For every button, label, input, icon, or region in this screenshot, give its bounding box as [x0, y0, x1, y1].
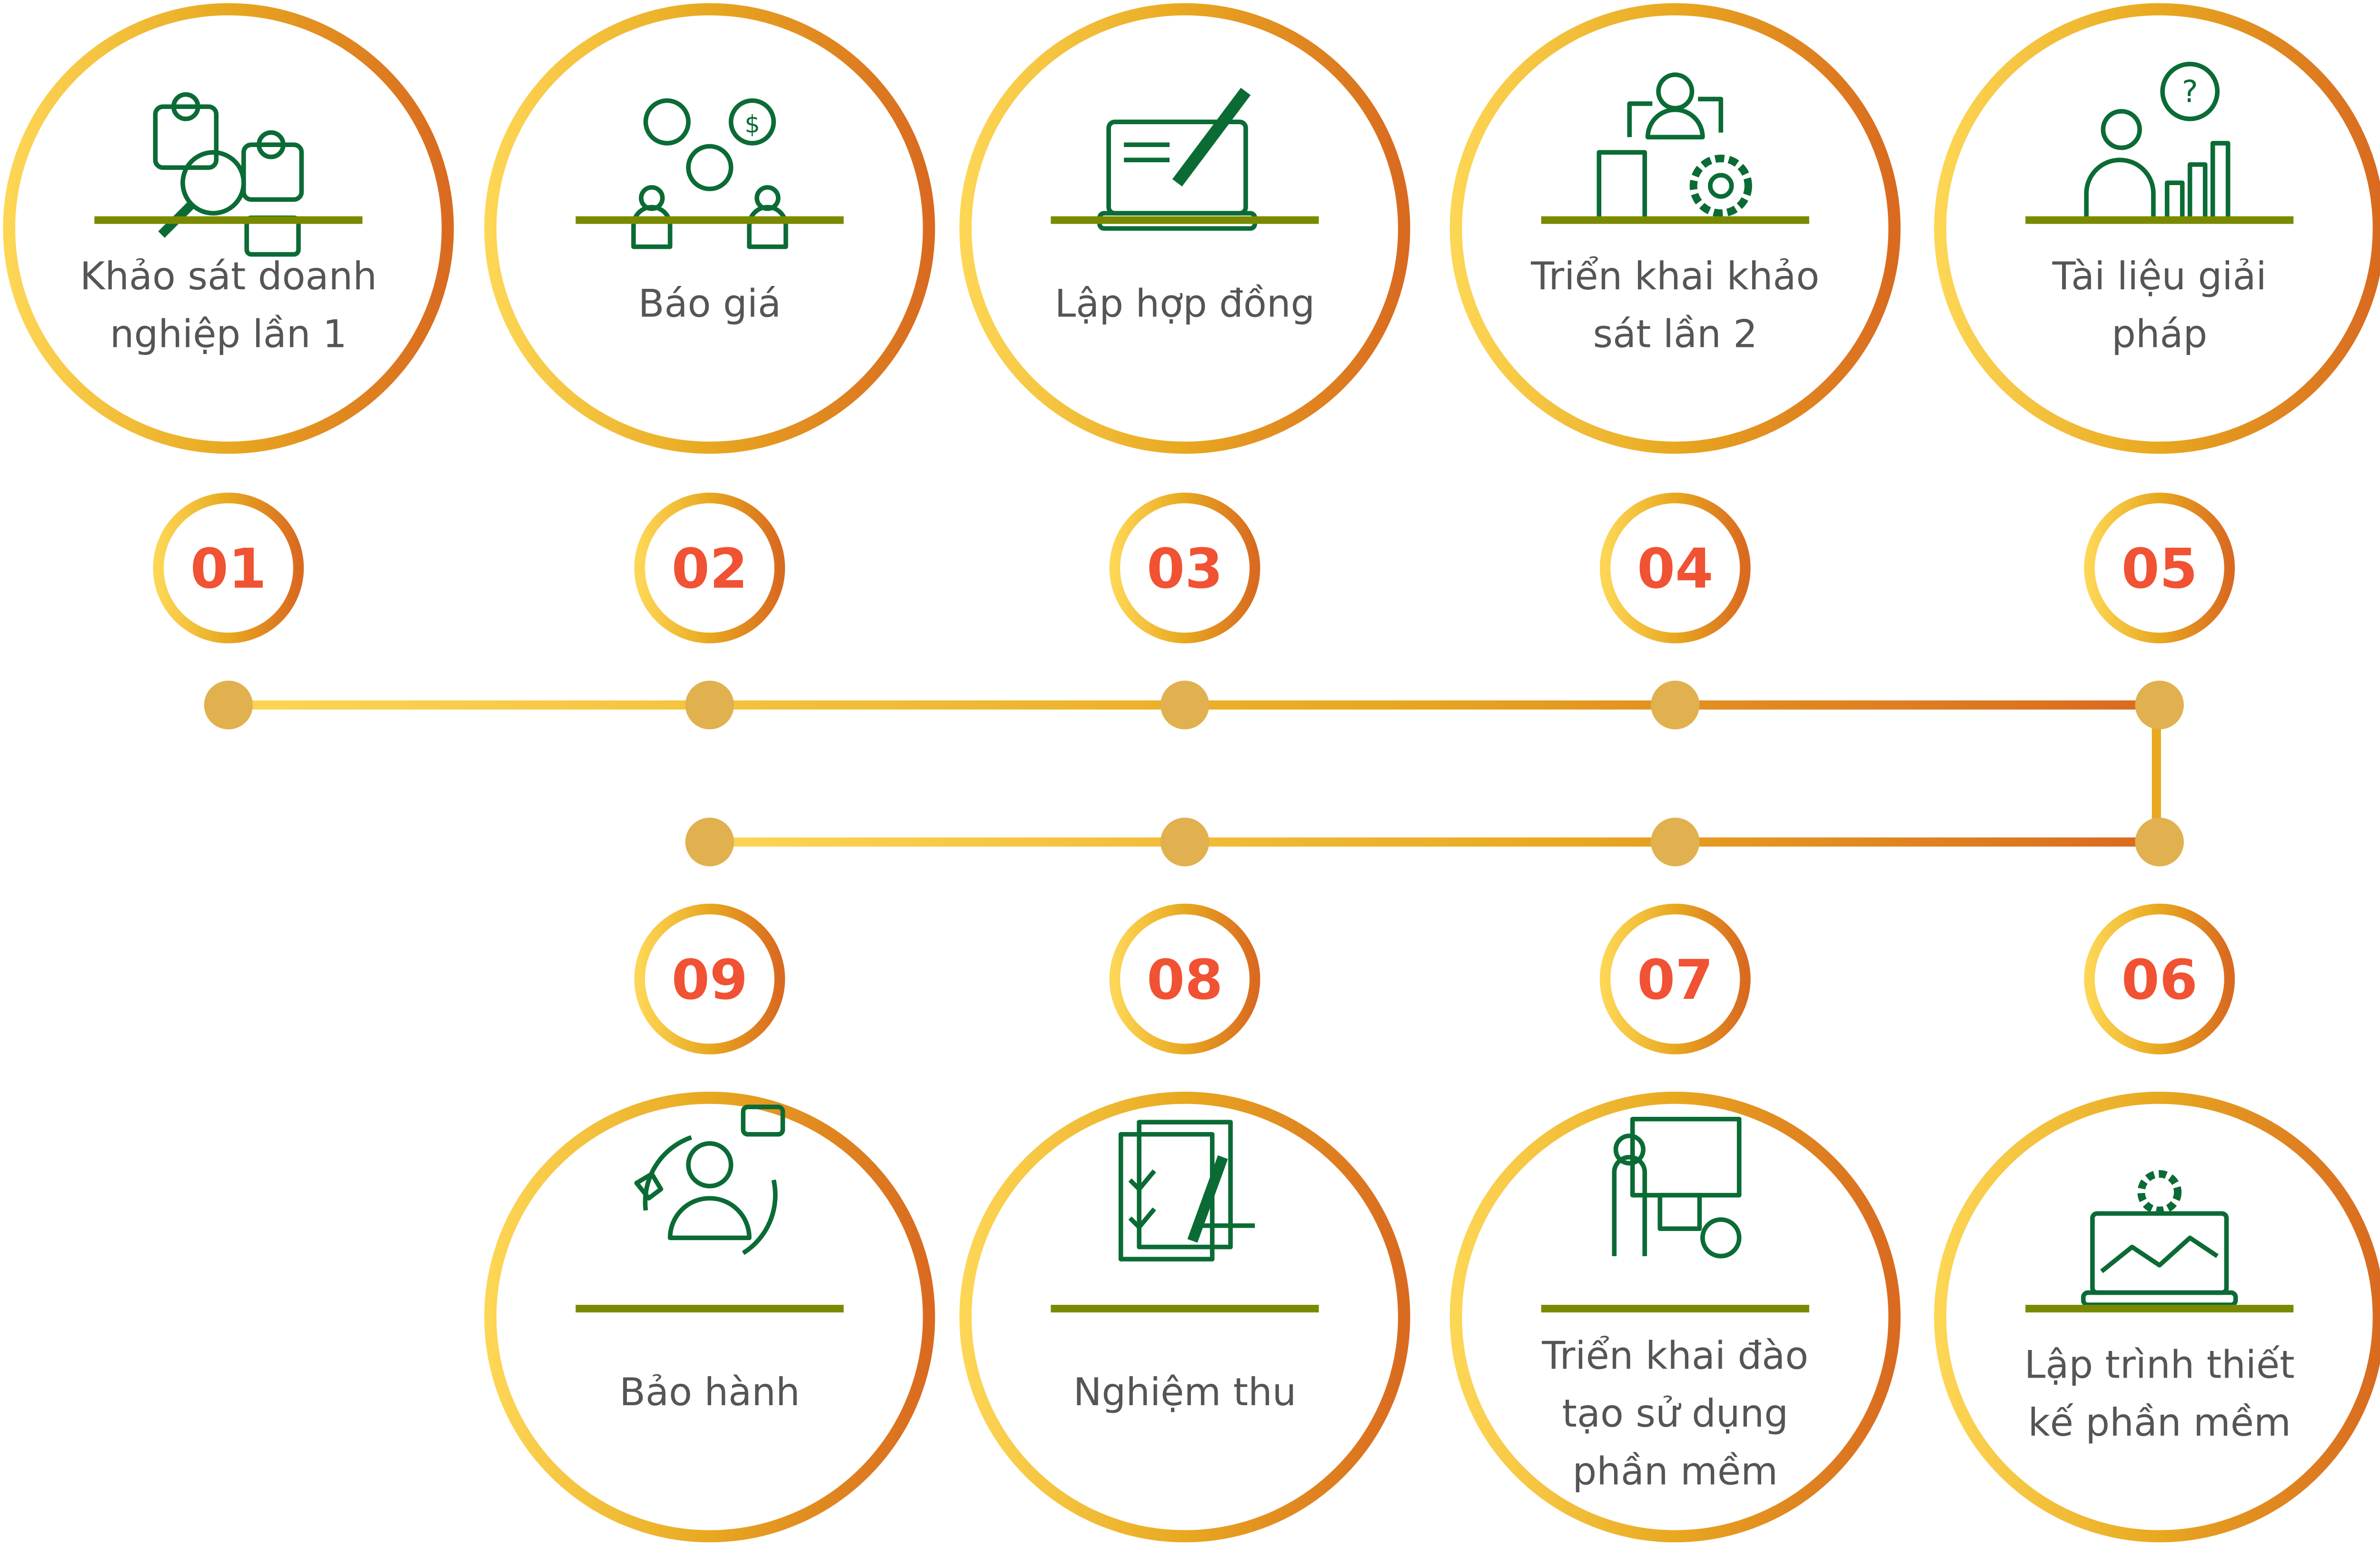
timeline-dot: [1651, 818, 1700, 867]
step-number-badge: [1599, 493, 1751, 643]
step-label-line: Bảo hành: [619, 1370, 800, 1414]
step-label-line: Lập trình thiết: [2024, 1343, 2295, 1387]
step-label-line: kế phần mềm: [2028, 1400, 2291, 1445]
acceptance-checklist-icon: [1118, 1120, 1255, 1261]
divider-line: [1051, 216, 1319, 224]
divider-line: [575, 216, 844, 224]
step-label-line: Triển khai đào: [1541, 1333, 1808, 1378]
timeline-dot: [1651, 680, 1700, 729]
step-number-badge: [634, 493, 785, 643]
step-card-circle: [1449, 1092, 1901, 1543]
step-number-badge: [1109, 493, 1260, 643]
step-label-line: Tài liệu giải: [2052, 254, 2267, 298]
step-02: $ Báo giá 02: [484, 3, 935, 729]
timeline-connector: [2152, 705, 2161, 842]
step-07: Triển khai đào tạo sử dụng phần mềm 07: [1449, 818, 1901, 1543]
divider-line: [2025, 216, 2294, 224]
step-04: Triển khai khảo sát lần 2 04: [1449, 3, 1901, 729]
step-08: Nghiệm thu 08: [959, 818, 1410, 1543]
divider-line: [575, 1305, 844, 1313]
step-card-circle: [484, 1092, 935, 1543]
step-card-circle: [3, 3, 454, 454]
step-number-badge: [2084, 904, 2235, 1054]
warranty-support-icon: [634, 1104, 785, 1255]
step-card-circle: [959, 1092, 1410, 1543]
timeline-dot: [685, 818, 734, 867]
step-number: 08: [1147, 948, 1223, 1012]
svg-text:?: ?: [2182, 75, 2198, 110]
step-label-line: Triển khai khảo: [1530, 254, 1819, 298]
step-number: 05: [2122, 537, 2198, 601]
timeline-dot: [1160, 680, 1210, 729]
step-09: Bảo hành 09: [484, 818, 935, 1543]
step-card-circle: [1934, 1092, 2380, 1543]
step-number-badge: [1109, 904, 1260, 1054]
step-03: Lập hợp đồng 03: [959, 3, 1410, 729]
step-label-line: Báo giá: [638, 282, 781, 326]
step-number: 04: [1637, 537, 1713, 601]
timeline-dot: [685, 680, 734, 729]
step-01: Khảo sát doanh nghiệp lần 1 01: [3, 3, 454, 729]
step-label-line: phần mềm: [1573, 1449, 1778, 1494]
step-label-line: Khảo sát doanh: [80, 254, 377, 298]
step-number: 02: [672, 537, 748, 601]
step-number-badge: [634, 904, 785, 1054]
step-card-circle: [1449, 3, 1901, 454]
divider-line: [1541, 216, 1809, 224]
divider-line: [1051, 1305, 1319, 1313]
deploy-gear-icon: [1597, 72, 1752, 222]
step-label-line: Nghiệm thu: [1073, 1370, 1297, 1414]
step-number: 03: [1147, 537, 1223, 601]
step-06: Lập trình thiết kế phần mềm 06: [1934, 818, 2380, 1543]
step-number-badge: [2084, 493, 2235, 643]
training-presentation-icon: [1612, 1116, 1742, 1259]
step-label-line: nghiệp lần 1: [110, 312, 347, 356]
divider-line: [1541, 1305, 1809, 1313]
svg-text:$: $: [744, 110, 760, 139]
timeline-dot: [2135, 818, 2184, 867]
divider-line: [94, 216, 363, 224]
timeline-line-bottom: [706, 837, 2157, 847]
step-number: 07: [1637, 948, 1713, 1012]
timeline-dot: [1160, 818, 1210, 867]
timeline-dot: [204, 680, 253, 729]
step-number: 09: [672, 948, 748, 1012]
step-number-badge: [1599, 904, 1751, 1054]
step-number: 01: [190, 537, 267, 601]
step-label-line: tạo sử dụng: [1562, 1391, 1788, 1436]
step-label-line: Lập hợp đồng: [1055, 282, 1315, 326]
step-card-circle: [484, 3, 935, 454]
divider-line: [2025, 1305, 2294, 1313]
step-number-badge: [153, 493, 304, 643]
timeline-dot: [2135, 680, 2184, 729]
step-05: ? Tài liệu giải pháp 05: [1934, 3, 2380, 729]
step-label-line: sát lần 2: [1593, 312, 1757, 356]
step-label-line: pháp: [2112, 312, 2207, 356]
step-number: 06: [2122, 948, 2198, 1012]
step-card-circle: [1934, 3, 2380, 454]
